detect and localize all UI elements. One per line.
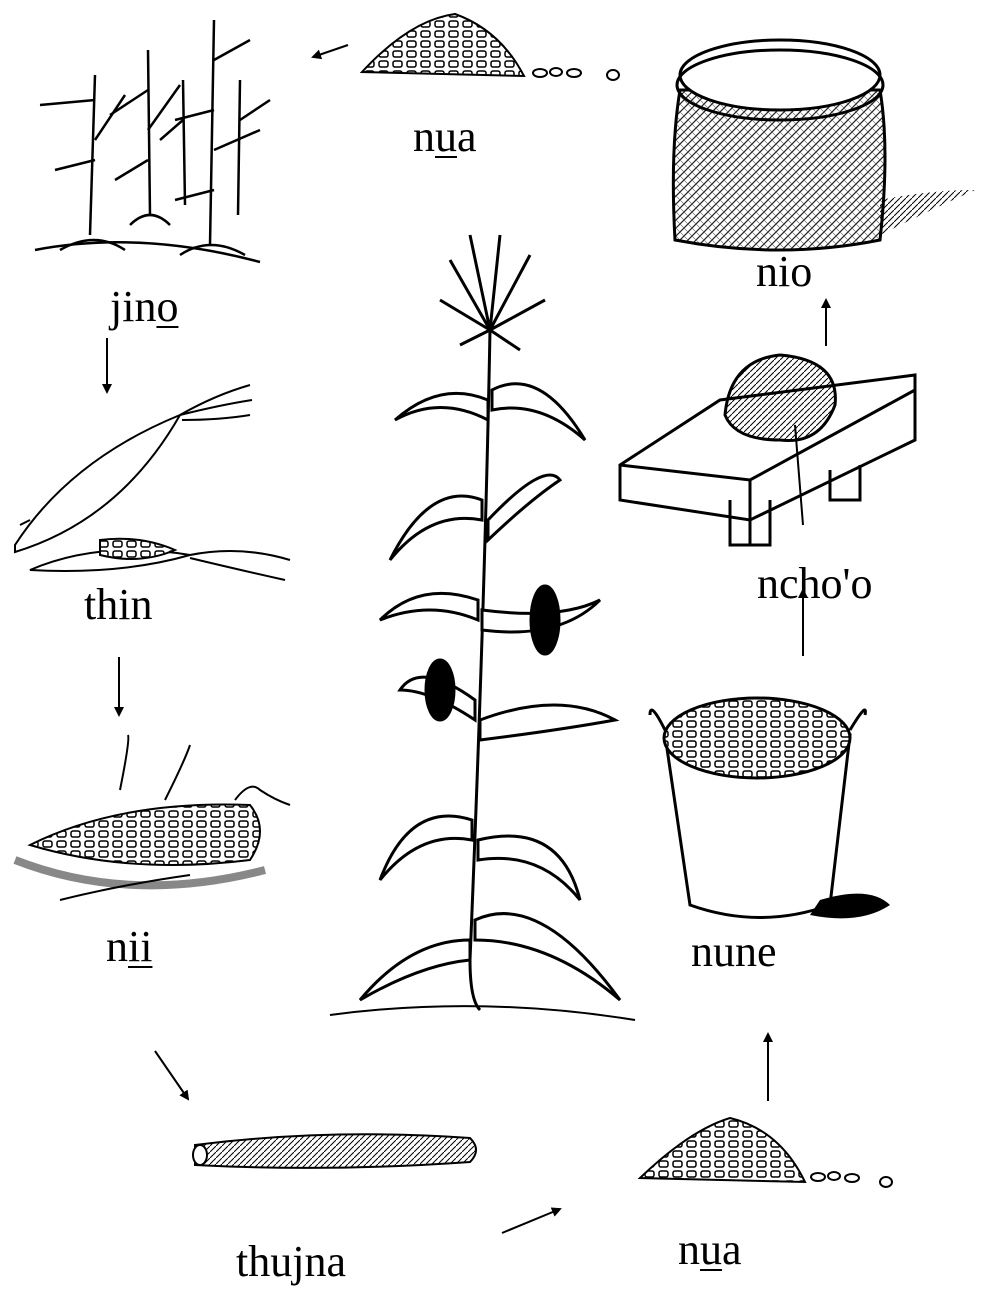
- young-corn-ears-icon: [15, 385, 290, 580]
- label-nua-bottom: nua: [678, 1228, 742, 1272]
- label-ncho-o: ncho'o: [757, 562, 872, 606]
- label-nune: nune: [691, 930, 777, 974]
- grinding-stone-icon: [620, 355, 915, 545]
- mature-corn-ear-icon: [15, 735, 290, 900]
- label-jino: jino: [110, 285, 178, 329]
- arrow-to-grain: [502, 1209, 560, 1233]
- grain-pile-bottom-icon: [640, 1118, 892, 1187]
- corn-plant-icon: [330, 235, 635, 1020]
- arrow-to-cob: [155, 1051, 188, 1099]
- bucket-icon: [650, 698, 890, 918]
- label-nua-top: nua: [413, 115, 477, 159]
- arrow-to-field: [313, 45, 348, 57]
- cornfield-icon: [35, 20, 270, 262]
- label-nio: nio: [756, 250, 812, 294]
- storage-basket-icon: [673, 40, 975, 250]
- corn-cob-icon: [193, 1134, 476, 1168]
- grain-pile-top-icon: [362, 14, 619, 80]
- label-thin: thin: [84, 583, 152, 627]
- label-nii: nii: [106, 925, 152, 969]
- label-thujna: thujna: [236, 1240, 346, 1284]
